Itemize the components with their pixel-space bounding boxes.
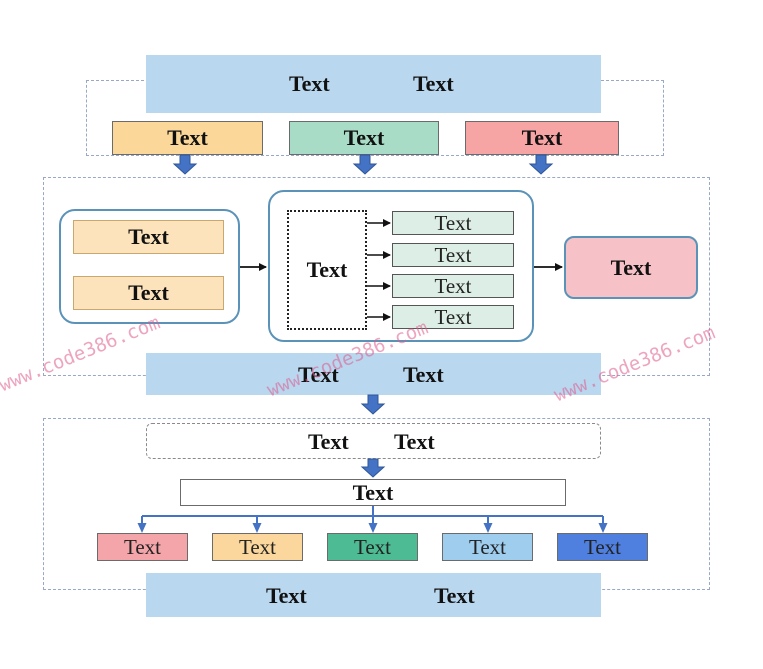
section2-left-item-1: Text — [73, 220, 224, 254]
section2-center-item-4: Text — [392, 305, 514, 329]
block-arrow-4 — [360, 394, 386, 415]
section2-footer-band: Text Text — [146, 353, 601, 395]
section2-center-item-1: Text — [392, 211, 514, 235]
section2-center-dotted-box: Text — [287, 210, 367, 330]
block-arrow-3 — [528, 154, 554, 175]
block-arrow-2 — [352, 154, 378, 175]
section3-band-text-right: Text — [434, 583, 475, 608]
section3-footer-band: Text Text — [146, 573, 601, 617]
section3-leaf-1: Text — [97, 533, 188, 561]
section1-band-text-left: Text — [289, 71, 330, 96]
section2-output-box: Text — [564, 236, 698, 299]
section3-dashed-text-left: Text — [308, 429, 349, 454]
section2-center-item-2: Text — [392, 243, 514, 267]
section3-dashed-text-right: Text — [394, 429, 435, 454]
section3-band-text-left: Text — [266, 583, 307, 608]
section3-leaf-2: Text — [212, 533, 303, 561]
section3-leaf-3: Text — [327, 533, 418, 561]
section1-band-text-right: Text — [413, 71, 454, 96]
section2-band-text-left: Text — [298, 362, 339, 387]
block-arrow-1 — [172, 154, 198, 175]
section2-band-text-right: Text — [403, 362, 444, 387]
section3-leaf-4: Text — [442, 533, 533, 561]
section1-card-orange: Text — [112, 121, 263, 155]
section2-center-label: Text — [306, 257, 348, 282]
block-arrow-5 — [360, 458, 386, 478]
section3-wide-box: Text — [180, 479, 566, 506]
section2-center-item-3: Text — [392, 274, 514, 298]
section3-leaf-5: Text — [557, 533, 648, 561]
section1-header-band: Text Text — [146, 55, 601, 113]
section2-left-item-2: Text — [73, 276, 224, 310]
